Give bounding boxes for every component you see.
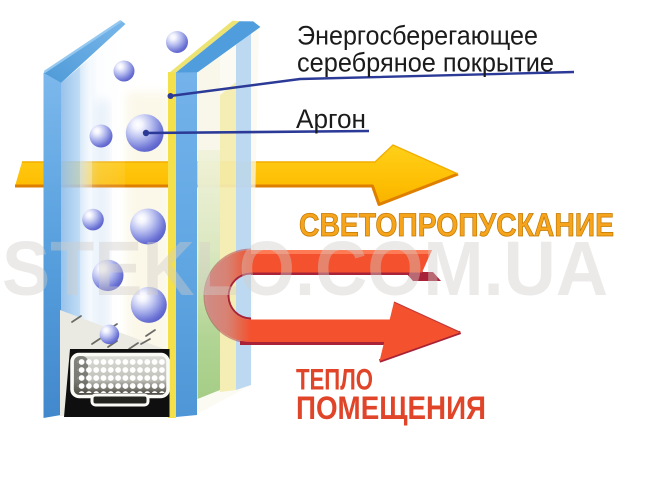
svg-text:ПОМЕЩЕНИЯ: ПОМЕЩЕНИЯ [296, 390, 486, 426]
svg-text:серебряное покрытие: серебряное покрытие [297, 48, 554, 78]
svg-text:СВЕТОПРОПУСКАНИЕ: СВЕТОПРОПУСКАНИЕ [299, 207, 614, 243]
svg-text:STEKLO.COM.UA: STEKLO.COM.UA [2, 226, 608, 312]
svg-text:Аргон: Аргон [296, 104, 366, 134]
svg-text:ТЕПЛО: ТЕПЛО [296, 364, 373, 397]
svg-text:Энергосберегающее: Энергосберегающее [297, 21, 538, 51]
